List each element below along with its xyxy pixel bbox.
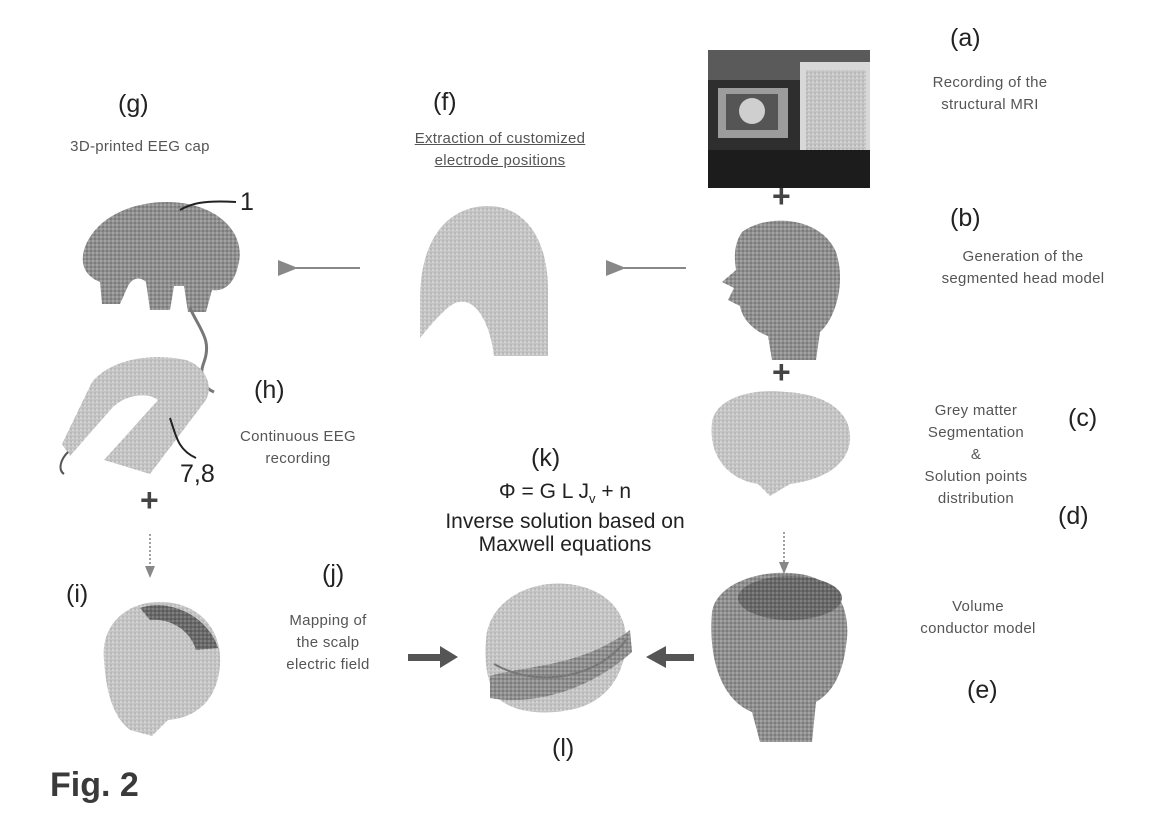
label-b: (b) [950, 204, 981, 233]
eeg-amplifier [61, 357, 209, 474]
reference-numeral-cable: 7,8 [180, 460, 215, 489]
grey-matter-brain [712, 391, 851, 496]
mri-scanner-photo [708, 50, 870, 188]
caption-e: Volume conductor model [898, 596, 1058, 640]
reference-numeral-cap: 1 [240, 188, 254, 217]
equation-description-2: Maxwell equations [420, 533, 710, 556]
plus-sign-a-b: + [772, 178, 791, 215]
caption-j: Mapping of the scalp electric field [258, 610, 398, 676]
label-d: (d) [1058, 502, 1089, 531]
segmented-head-model [722, 221, 840, 360]
label-k: (k) [531, 444, 560, 473]
arrow-e-to-l [646, 646, 694, 668]
inverse-solution-head [485, 584, 632, 713]
arrow-j-to-l [408, 646, 458, 668]
caption-a: Recording of the structural MRI [900, 72, 1080, 116]
label-e: (e) [967, 676, 998, 705]
plus-sign-h-i: + [140, 482, 159, 519]
equation-block: Φ = G L Jv + n Inverse solution based on… [420, 480, 710, 556]
volume-conductor-head [711, 573, 847, 742]
label-a: (a) [950, 24, 981, 53]
label-f: (f) [433, 88, 457, 117]
label-g: (g) [118, 90, 149, 119]
scalp-electric-field-head [104, 602, 221, 736]
label-c: (c) [1068, 404, 1097, 433]
arrow-h-to-i-head [145, 566, 155, 578]
label-l: (l) [552, 734, 574, 763]
caption-b: Generation of the segmented head model [918, 246, 1128, 290]
plus-sign-b-c: + [772, 354, 791, 391]
caption-g: 3D-printed EEG cap [40, 136, 240, 158]
figure-label: Fig. 2 [50, 766, 139, 805]
equation-formula: Φ = G L Jv + n [420, 480, 710, 510]
arrow-d-to-e-head [779, 562, 789, 574]
equation-description-1: Inverse solution based on [420, 510, 710, 533]
caption-f: Extraction of customized electrode posit… [380, 128, 620, 172]
caption-c-d: Grey matter Segmentation & Solution poin… [896, 400, 1056, 510]
label-j: (j) [322, 560, 344, 589]
caption-h: Continuous EEG recording [218, 426, 378, 470]
electrode-position-surface [420, 206, 548, 356]
label-h: (h) [254, 376, 285, 405]
label-i: (i) [66, 580, 88, 609]
